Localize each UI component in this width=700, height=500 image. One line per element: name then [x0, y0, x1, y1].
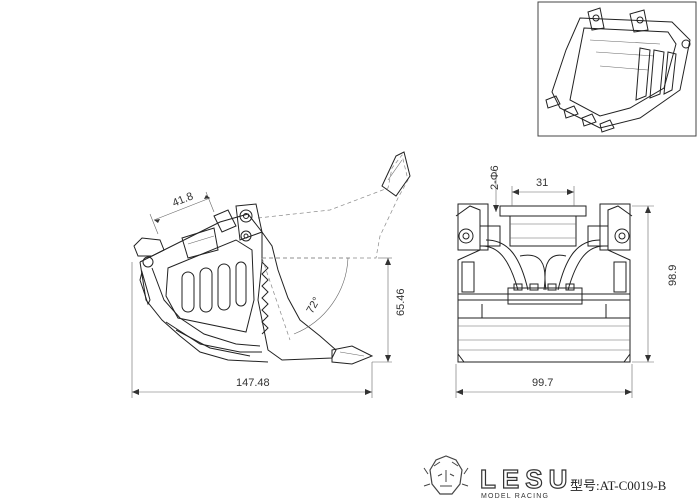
dim-bolt-spec: 2-Φ6	[489, 165, 501, 190]
dim-front-width: 99.7	[532, 377, 553, 389]
dim-side-height: 65.46	[395, 288, 407, 316]
dim-side-length: 147.48	[236, 377, 270, 389]
model-label: 型号:AT-C0019-B	[570, 478, 667, 493]
dim-inner-width: 31	[536, 177, 548, 189]
dim-angle: 72°	[304, 295, 323, 315]
dim-top-width: 41.8	[171, 190, 195, 209]
front-view	[455, 170, 654, 398]
inset-3d-view	[537, 1, 697, 137]
side-view	[131, 151, 411, 398]
brand-subtitle: MODEL RACING	[481, 493, 549, 500]
dim-front-height: 98.9	[667, 265, 679, 286]
lion-logo-icon	[423, 455, 469, 495]
brand-name: LESU	[480, 464, 573, 494]
